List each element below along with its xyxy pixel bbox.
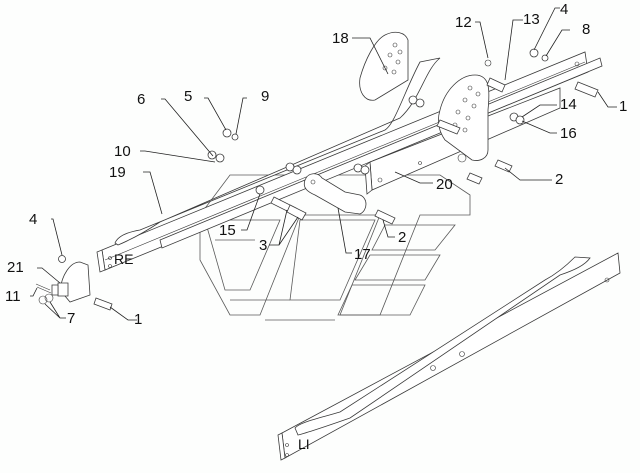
watermark-logo xyxy=(199,174,471,321)
callout-1: 1 xyxy=(619,98,628,115)
fasteners xyxy=(35,48,599,311)
callout-18: 18 xyxy=(332,30,349,47)
callout-16: 16 xyxy=(560,125,577,142)
leader-lines xyxy=(30,7,617,321)
callout-14: 14 xyxy=(560,96,577,113)
left-side-rail xyxy=(277,252,621,461)
callout-10: 10 xyxy=(114,143,131,160)
right-side-marking: RE xyxy=(114,251,134,267)
callout-19: 19 xyxy=(109,164,126,181)
callout-21: 21 xyxy=(7,259,24,276)
callout-3: 3 xyxy=(259,237,268,254)
callout-15: 15 xyxy=(219,222,236,239)
left-side-marking: LI xyxy=(298,436,310,452)
callout-11: 11 xyxy=(5,288,21,305)
callout-4: 4 xyxy=(560,1,569,18)
hinge-bracket-21 xyxy=(51,261,91,303)
callout-1b: 1 xyxy=(134,311,143,328)
callout-17: 17 xyxy=(354,246,371,263)
callout-8: 8 xyxy=(582,21,591,38)
link-arm-17 xyxy=(303,173,367,215)
callout-9: 9 xyxy=(261,88,270,105)
callout-13: 13 xyxy=(523,11,540,28)
callout-12: 12 xyxy=(455,14,472,31)
callout-7: 7 xyxy=(67,310,76,327)
callout-2: 2 xyxy=(555,171,564,188)
callout-6: 6 xyxy=(137,91,146,108)
callout-20: 20 xyxy=(436,176,453,193)
callout-2b: 2 xyxy=(398,229,407,246)
callout-4b: 4 xyxy=(29,211,38,228)
callout-5: 5 xyxy=(184,88,193,105)
